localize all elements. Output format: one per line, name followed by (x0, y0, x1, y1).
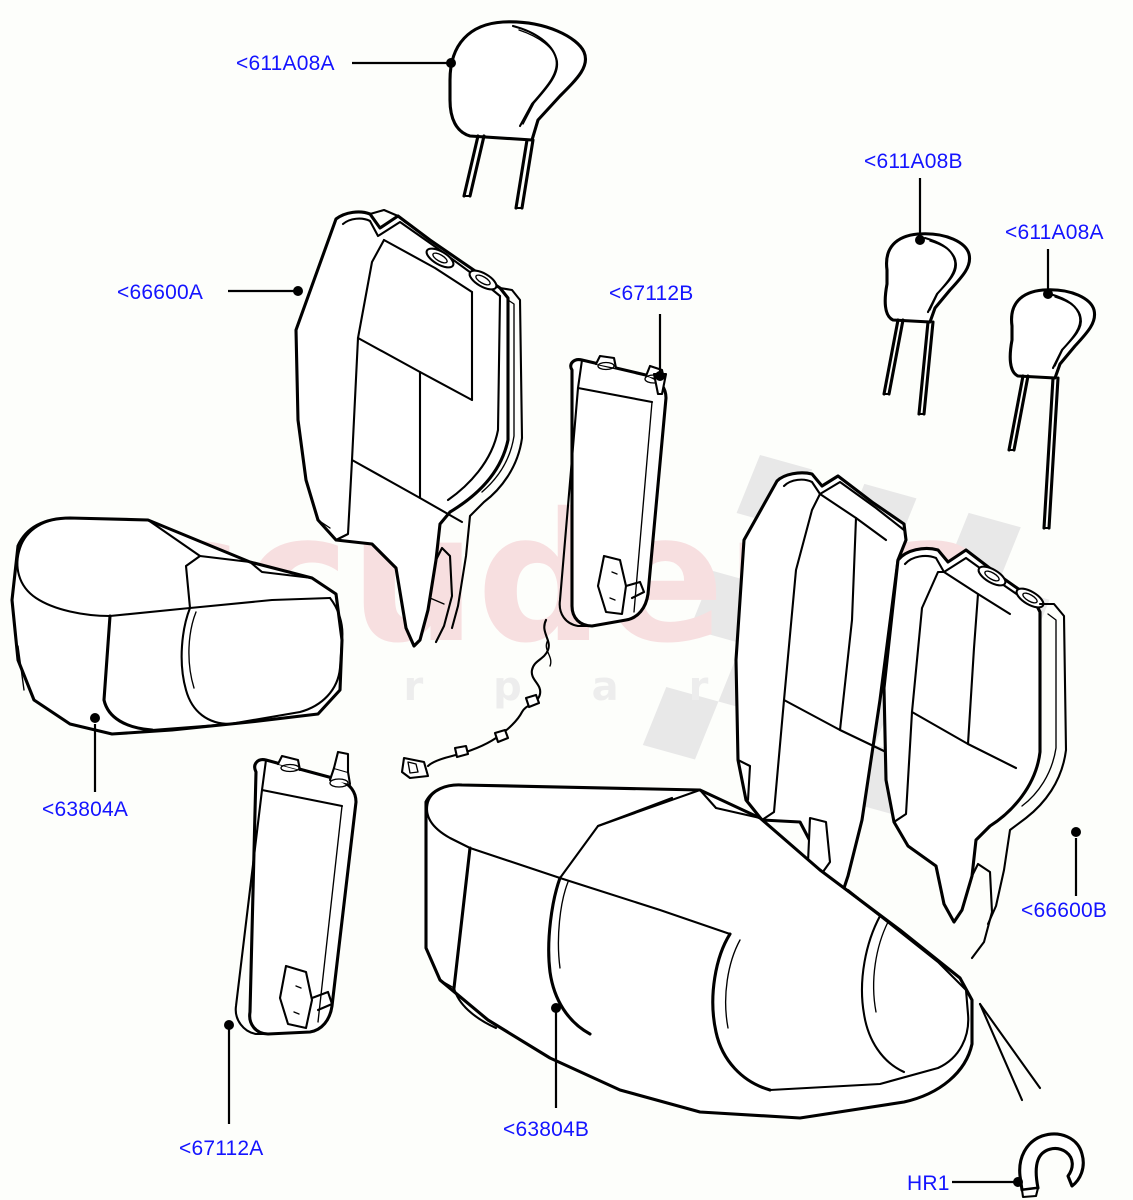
label-611A08A-top[interactable]: <611A08A (236, 52, 335, 75)
label-611A08A-right[interactable]: <611A08A (1005, 221, 1104, 244)
leader-63804B (551, 1003, 561, 1108)
part-seat-cushion-cover-right (424, 783, 974, 1120)
leader-66600A (228, 286, 303, 296)
hr1-callout-wedge (978, 1002, 1042, 1102)
label-67112B[interactable]: <67112B (609, 282, 694, 305)
part-retainer-hook-clip (1018, 1132, 1085, 1199)
leader-611A08B (915, 178, 925, 245)
part-headrest-b (882, 232, 972, 416)
part-seat-cushion-cover-left (10, 516, 344, 736)
wire-harness (400, 618, 552, 780)
label-HR1[interactable]: HR1 (907, 1172, 950, 1195)
label-layer: <611A08A <611A08B <611A08A <66600A <6711… (42, 52, 1107, 1195)
part-seat-back-cover-right (734, 471, 1068, 960)
label-66600B[interactable]: <66600B (1021, 899, 1107, 922)
label-611A08B[interactable]: <611A08B (864, 150, 963, 173)
leader-67112B (652, 314, 668, 396)
label-63804A[interactable]: <63804A (42, 798, 128, 821)
part-seat-back-cover-left (294, 208, 524, 648)
leader-611A08A-right (1043, 249, 1053, 299)
leader-611A08A-top (352, 58, 456, 68)
label-66600A[interactable]: <66600A (117, 281, 203, 304)
leader-66600B (1071, 827, 1081, 896)
part-headrest-a-right (1007, 288, 1097, 530)
part-headrest-center-top (448, 20, 587, 210)
label-67112A[interactable]: <67112A (179, 1137, 264, 1160)
leader-HR1 (952, 1177, 1023, 1187)
leader-63804A (90, 713, 100, 792)
label-63804B[interactable]: <63804B (503, 1118, 589, 1141)
leader-67112A (224, 1020, 234, 1124)
part-seat-back-side-bolster-right (558, 354, 668, 628)
part-seat-back-side-bolster-left (234, 750, 358, 1036)
